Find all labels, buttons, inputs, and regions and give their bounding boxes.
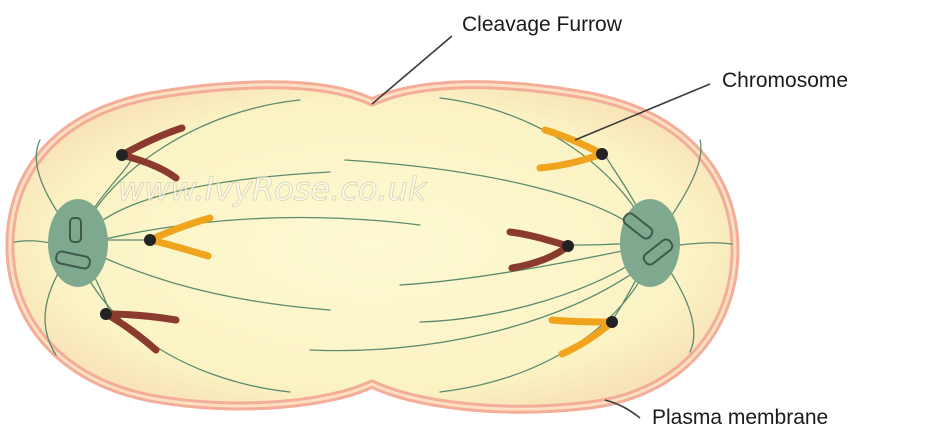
right-centrosome	[620, 199, 680, 287]
left-centrosome	[48, 199, 108, 287]
cleavage-furrow-label: Cleavage Furrow	[462, 13, 623, 36]
watermark-text: www.IvyRose.co.uk	[118, 170, 428, 208]
plasma-membrane-label: Plasma membrane	[652, 406, 828, 429]
chromosome-label: Chromosome	[722, 69, 848, 92]
